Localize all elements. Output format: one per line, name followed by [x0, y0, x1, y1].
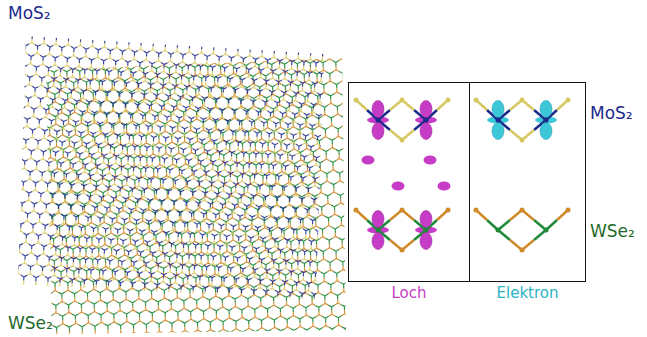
panel-label: Elektron: [470, 285, 585, 302]
panel-box: Loch: [348, 82, 470, 282]
atom: [474, 208, 479, 213]
orbital-lobe: [492, 101, 504, 118]
atom: [400, 138, 405, 143]
unit-cell: [354, 98, 451, 165]
atom: [474, 98, 479, 103]
orbital-lobe: [415, 117, 437, 124]
orbital-lobe: [535, 117, 557, 124]
orbital-lobe: [492, 123, 504, 140]
orbital-lobe: [392, 182, 405, 191]
unit-cell: [474, 98, 571, 143]
atom: [446, 98, 451, 103]
panel-label: Loch: [349, 285, 469, 302]
layer-label: MoS₂: [590, 104, 633, 123]
orbital-lobe: [420, 123, 432, 140]
lattice-bonds: [0, 18, 373, 337]
layer-label: MoS₂: [8, 4, 51, 23]
layer-label: WSe₂: [590, 222, 635, 241]
atom: [400, 208, 405, 213]
atom: [520, 138, 525, 143]
atom: [544, 228, 549, 233]
panel-box: Elektron: [469, 82, 586, 282]
orbital-lobe: [420, 211, 432, 228]
atom: [354, 208, 359, 213]
layer-label: WSe₂: [8, 314, 53, 333]
molecule-structures: [354, 98, 571, 253]
orbital-lobe: [362, 156, 375, 165]
atom: [376, 228, 381, 233]
orbital-lobe: [420, 101, 432, 118]
lattice-bonds: [0, 17, 376, 337]
atom: [520, 248, 525, 253]
atom: [376, 118, 381, 123]
atom: [354, 98, 359, 103]
orbital-lobe: [372, 123, 384, 140]
orbital-lobe: [540, 101, 552, 118]
atom: [446, 208, 451, 213]
orbital-lobe: [420, 233, 432, 250]
atom: [544, 118, 549, 123]
orbital-lobe: [372, 211, 384, 228]
orbital-lobe: [424, 156, 437, 165]
atom: [424, 118, 429, 123]
atom: [400, 248, 405, 253]
orbital-lobe: [438, 182, 451, 191]
orbital-lobe: [540, 123, 552, 140]
lattice-bonds: [0, 16, 376, 337]
orbital-lobe: [415, 227, 437, 234]
mos2-lattice: [0, 17, 376, 337]
orbital-lobe: [367, 117, 389, 124]
atom: [424, 228, 429, 233]
orbital-lobe: [372, 233, 384, 250]
wse2-lattice: [0, 16, 376, 337]
atom: [566, 208, 571, 213]
atom: [566, 98, 571, 103]
orbital-lobe: [487, 117, 509, 124]
atom: [496, 228, 501, 233]
atom: [520, 208, 525, 213]
orbital-lobe: [372, 101, 384, 118]
unit-cell: [474, 208, 571, 253]
unit-cell: [354, 182, 451, 253]
atom: [520, 98, 525, 103]
atom: [400, 98, 405, 103]
atom: [496, 118, 501, 123]
orbital-lobe: [367, 227, 389, 234]
